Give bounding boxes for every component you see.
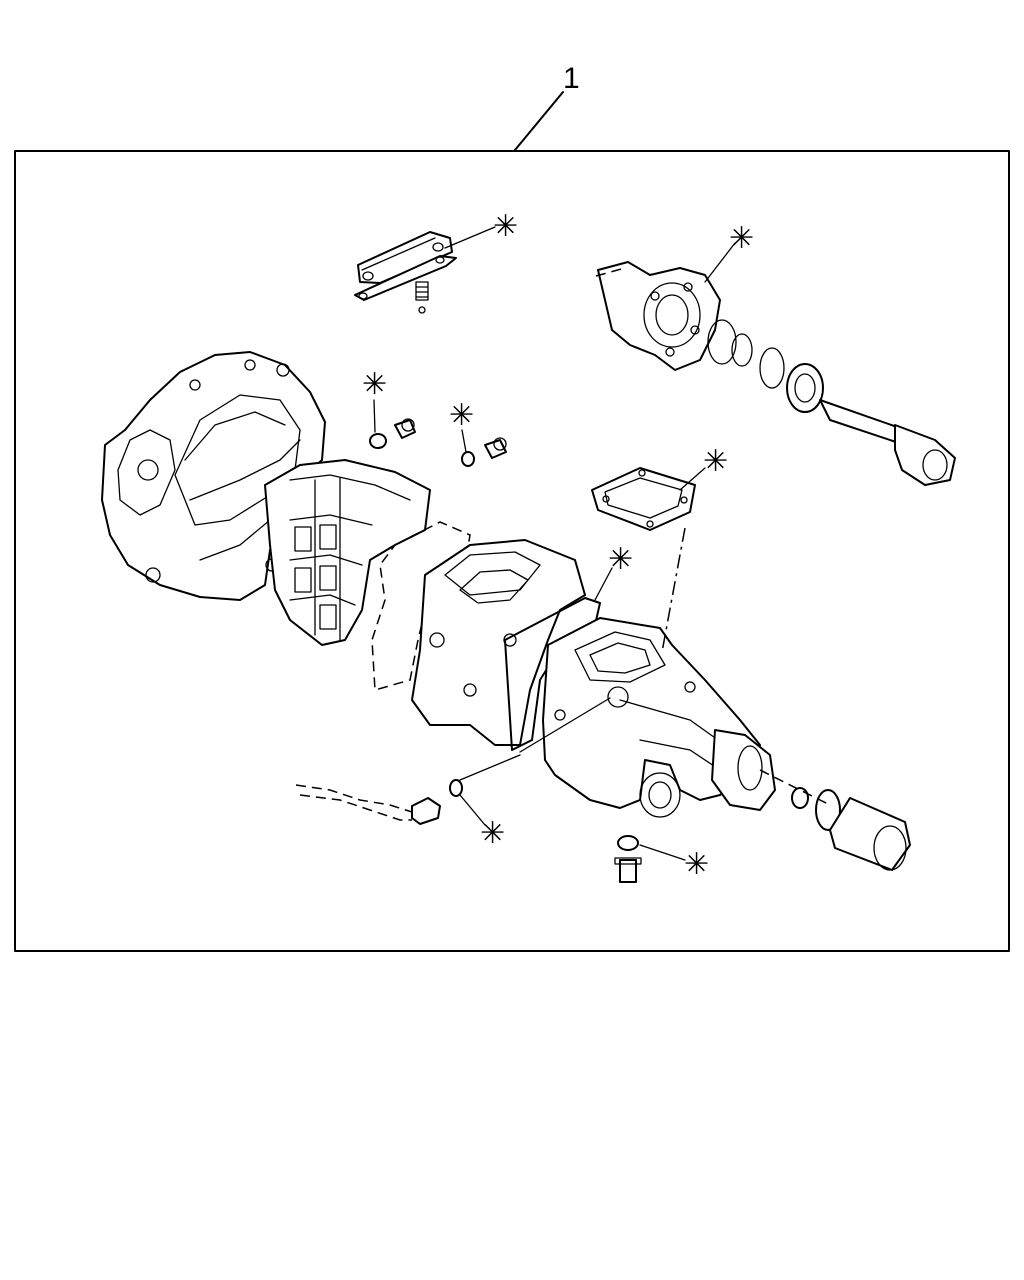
drain-plug-1 [461, 437, 507, 467]
asterisk-mark-2: ✳ [729, 222, 754, 255]
input-shaft-and-bearings [707, 319, 956, 486]
asterisk-mark-7: ✳ [480, 817, 505, 850]
extension-housing [542, 617, 761, 818]
main-gear-case [264, 459, 431, 646]
speed-sensor [295, 754, 521, 825]
shift-cover-gasket [591, 467, 696, 531]
assembly-callout-leader [514, 91, 564, 151]
cover-alignment-line [661, 527, 686, 653]
sensor-alignment-line [519, 697, 611, 753]
asterisk-mark-3: ✳ [362, 368, 387, 401]
intermediate-plate [411, 539, 586, 746]
front-bearing-retainer [595, 261, 721, 371]
diagram-frame [14, 150, 1010, 952]
asterisk-mark-4: ✳ [449, 399, 474, 432]
drain-plug-2 [614, 835, 642, 883]
assembly-callout-number: 1 [563, 62, 580, 95]
asterisk-mark-1: ✳ [493, 210, 518, 243]
fill-plug-1 [369, 418, 416, 449]
asterisk-mark-6: ✳ [608, 543, 633, 576]
output-bearing-and-sleeve [711, 729, 911, 871]
shift-bracket [354, 231, 457, 314]
case-gasket [371, 521, 471, 691]
asterisk-mark-8: ✳ [684, 848, 709, 881]
asterisk-mark-5: ✳ [703, 445, 728, 478]
